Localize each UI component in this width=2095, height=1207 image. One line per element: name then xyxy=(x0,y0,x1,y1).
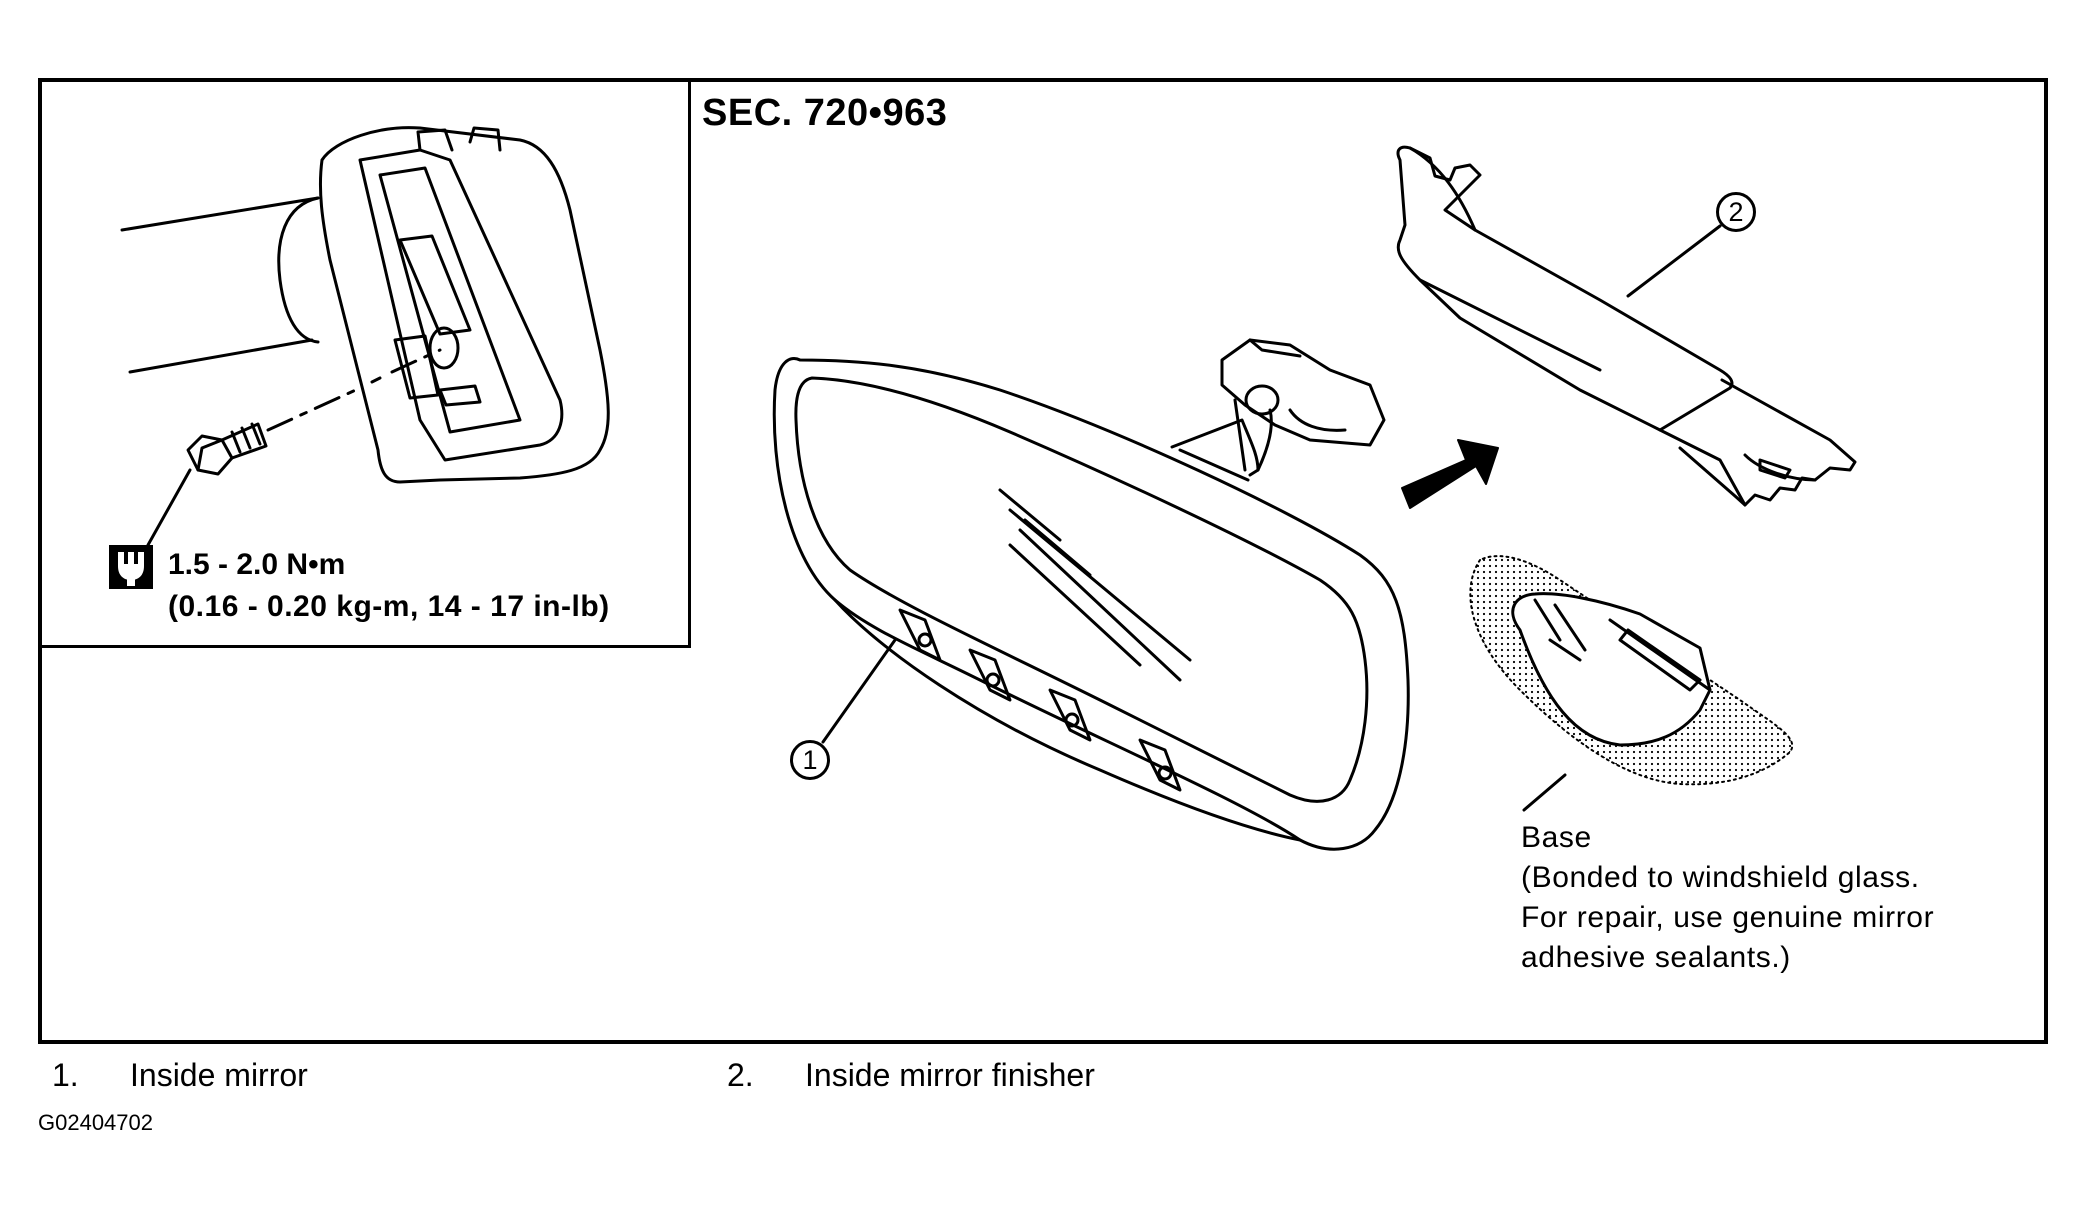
base-note-line: (Bonded to windshield glass. xyxy=(1521,861,1920,894)
diagram-frame xyxy=(38,78,2048,1044)
base-note-title: Base xyxy=(1521,821,1592,854)
inset-mirror-mount-drawing xyxy=(120,126,610,547)
torque-spec-metric: 1.5 - 2.0 N•m xyxy=(168,548,346,581)
base-note: Base (Bonded to windshield glass. For re… xyxy=(1521,818,1934,978)
figure-id: G02404702 xyxy=(38,1110,153,1135)
inside-mirror-drawing xyxy=(772,338,1410,851)
mirror-base-drawing xyxy=(1469,555,1793,812)
detail-inset-frame xyxy=(38,78,691,648)
legend-label: Inside mirror xyxy=(130,1057,308,1093)
base-note-line: For repair, use genuine mirror xyxy=(1521,901,1935,934)
direction-arrow xyxy=(1401,439,1499,509)
section-label: SEC. 720•963 xyxy=(702,92,948,134)
torque-wrench-icon xyxy=(109,545,153,589)
torque-spec-imperial: (0.16 - 0.20 kg-m, 14 - 17 in-lb) xyxy=(168,590,610,623)
legend-number: 1. xyxy=(52,1057,79,1093)
inside-mirror-finisher-drawing xyxy=(1396,145,1857,507)
legend-label: Inside mirror finisher xyxy=(805,1057,1095,1093)
base-note-line: adhesive sealants.) xyxy=(1521,941,1791,974)
mounting-screw-drawing xyxy=(186,422,268,476)
callout-inside-mirror: 1 xyxy=(790,740,830,780)
legend-number: 2. xyxy=(727,1057,754,1093)
callout-inside-mirror-finisher: 2 xyxy=(1716,192,1756,232)
